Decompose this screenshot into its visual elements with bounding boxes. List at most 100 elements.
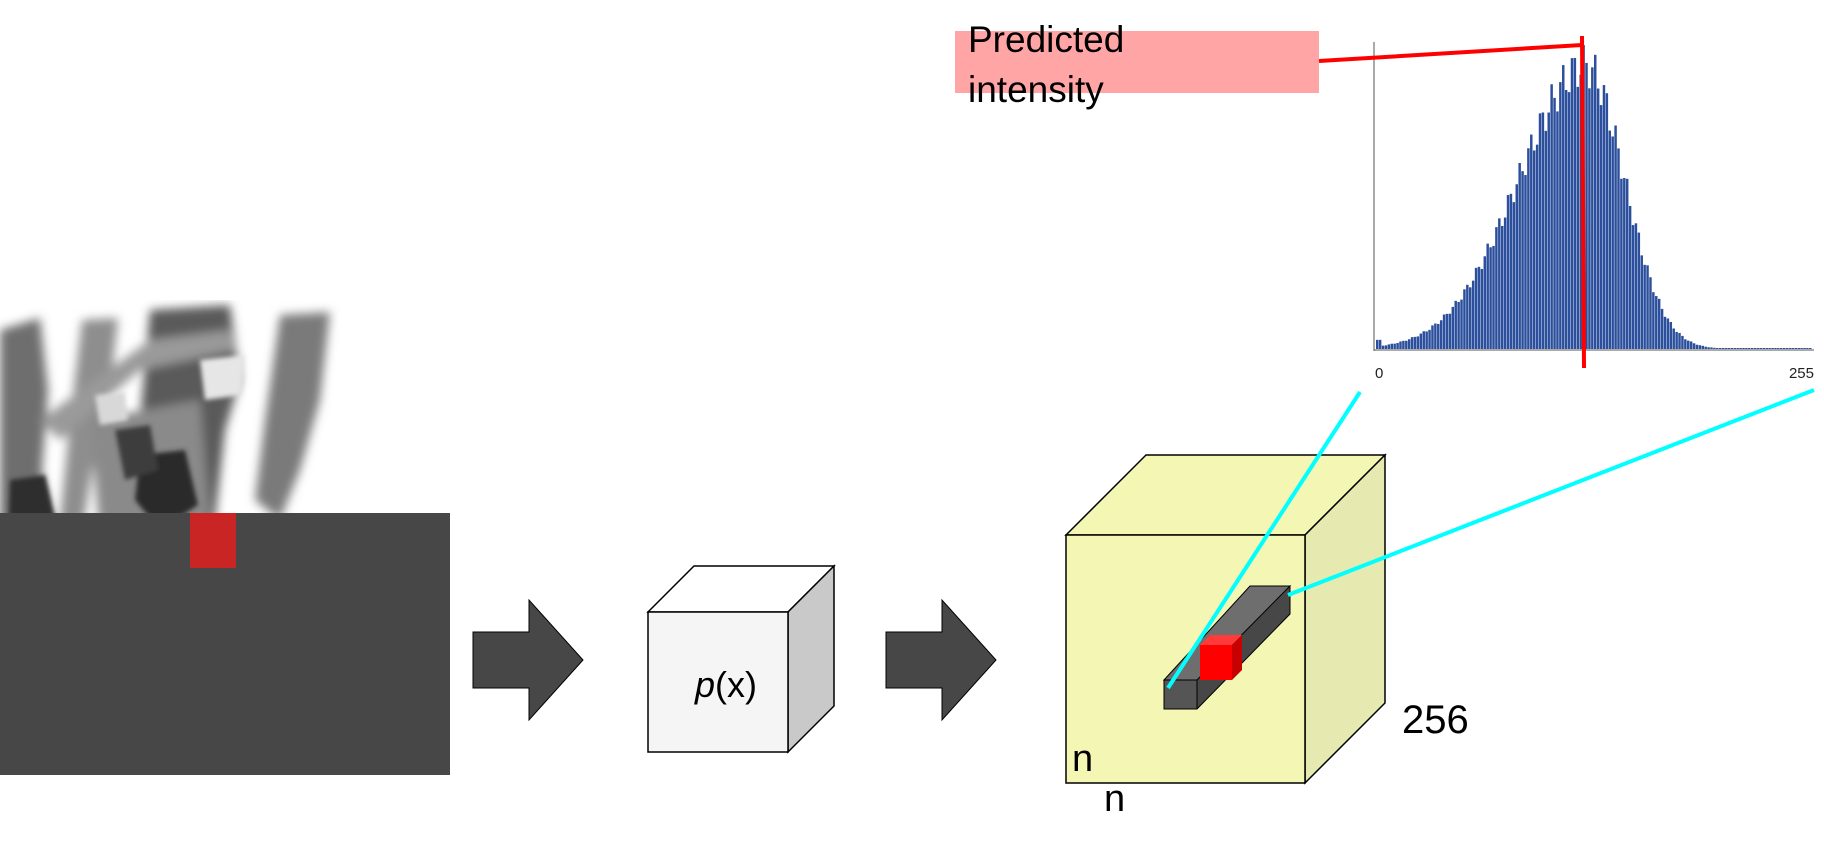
histogram-bar (1396, 343, 1399, 349)
histogram-bar (1570, 58, 1574, 350)
connector-line-left (1166, 390, 1362, 690)
histogram-bar (1730, 348, 1734, 349)
x-max-label: 255 (1789, 365, 1814, 382)
histogram-bar (1448, 313, 1452, 349)
histogram-bar (1402, 340, 1405, 349)
histogram-bar (1492, 245, 1495, 349)
histogram-bar (1544, 130, 1548, 349)
histogram-bar (1422, 331, 1425, 349)
histogram-bar (1471, 280, 1475, 349)
histogram-bar (1657, 298, 1661, 349)
histogram-bar (1684, 339, 1687, 349)
histogram-bar (1538, 113, 1542, 350)
histogram-bar (1655, 296, 1658, 349)
histogram-bar (1643, 264, 1646, 349)
histogram-bar (1437, 323, 1440, 349)
histogram-bar (1687, 340, 1690, 349)
histogram-bar (1596, 88, 1600, 349)
histogram-bar (1451, 306, 1455, 349)
histogram-bar (1631, 225, 1635, 349)
histogram-bar (1785, 348, 1789, 349)
predicted-voxel (1200, 635, 1242, 680)
histogram-bar (1602, 85, 1606, 349)
predicted-intensity-callout: Predicted intensity (955, 19, 1583, 110)
histogram-bar (1567, 92, 1571, 350)
histogram-bars (1376, 45, 1812, 350)
histogram-bar (1579, 74, 1582, 349)
histogram-bar (1480, 268, 1484, 349)
histogram-bar (1530, 134, 1533, 349)
histogram-bar (1416, 336, 1420, 349)
histogram-bar (1721, 348, 1725, 349)
histogram-bar (1623, 178, 1626, 349)
histogram-bar (1780, 348, 1783, 349)
model-arg: (x) (715, 664, 757, 705)
histogram-bar (1768, 348, 1771, 349)
histogram-bar (1646, 265, 1649, 349)
histogram-bar (1718, 348, 1722, 349)
callout-line1: Predicted (968, 19, 1124, 60)
histogram-bar (1599, 105, 1603, 349)
histogram-bar (1716, 348, 1719, 349)
histogram-bar (1594, 54, 1597, 349)
histogram-bar (1628, 205, 1632, 349)
histogram-bar (1562, 65, 1565, 349)
histogram-bar (1745, 348, 1748, 349)
histogram-bar (1591, 67, 1594, 349)
histogram-bar (1390, 343, 1393, 349)
histogram-bar (1765, 348, 1768, 349)
mask-region-upper-right (236, 513, 450, 568)
height-label: n (1072, 738, 1093, 780)
histogram-bar (1463, 289, 1466, 349)
histogram-bar (1419, 333, 1423, 349)
histogram: 0 255 (1373, 42, 1814, 382)
histogram-bar (1672, 328, 1675, 349)
connector-line-right (1287, 388, 1815, 597)
histogram-bar (1515, 184, 1518, 349)
histogram-bar (1564, 90, 1568, 349)
histogram-bar (1733, 348, 1736, 349)
histogram-bar (1506, 195, 1510, 349)
callout-line2: intensity (968, 69, 1104, 110)
histogram-bar (1803, 348, 1806, 349)
histogram-bar (1614, 125, 1617, 349)
histogram-bar (1748, 348, 1751, 349)
histogram-bar (1512, 202, 1516, 349)
histogram-bar (1649, 277, 1652, 349)
histogram-bar (1640, 255, 1643, 349)
width-label: n (1104, 778, 1125, 820)
histogram-bar (1759, 348, 1763, 349)
histogram-bar (1777, 348, 1780, 349)
histogram-bar (1573, 58, 1577, 349)
histogram-bar (1541, 112, 1545, 350)
histogram-bar (1460, 299, 1463, 349)
histogram-bar (1617, 148, 1620, 349)
histogram-bar (1652, 292, 1655, 349)
histogram-bar (1809, 348, 1812, 349)
histogram-bar (1701, 345, 1705, 349)
histogram-bar (1469, 287, 1472, 349)
histogram-bar (1483, 256, 1487, 349)
histogram-bar (1782, 348, 1786, 349)
histogram-bar (1724, 348, 1728, 349)
histogram-bar (1689, 341, 1693, 349)
histogram-bar (1498, 218, 1501, 349)
histogram-bar (1425, 331, 1428, 349)
callout-pointer (1318, 43, 1583, 63)
histogram-bar (1431, 325, 1434, 349)
histogram-bar (1710, 347, 1713, 349)
histogram-bar (1474, 267, 1478, 349)
output-volume: 256 n n (1064, 453, 1469, 820)
histogram-bar (1678, 333, 1681, 349)
histogram-bar (1442, 314, 1446, 349)
histogram-bar (1698, 345, 1702, 349)
histogram-bar (1588, 88, 1591, 349)
histogram-bar (1637, 232, 1641, 349)
histogram-bar (1666, 318, 1670, 349)
histogram-bar (1387, 344, 1391, 349)
histogram-bar (1692, 343, 1696, 349)
x-min-label: 0 (1375, 365, 1383, 382)
model-label: p(x) (694, 664, 757, 705)
histogram-bar (1771, 348, 1774, 349)
